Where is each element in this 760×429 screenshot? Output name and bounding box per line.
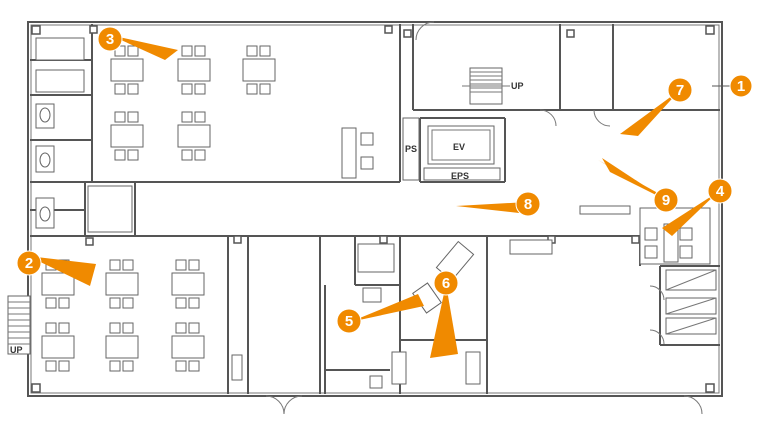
label-ev: EV (453, 142, 465, 152)
lower-dining-area (41, 259, 205, 372)
marker-2: 2 (16, 250, 96, 286)
label-up-center: UP (511, 81, 524, 91)
label-eps: EPS (451, 171, 469, 181)
marker-9-number: 9 (662, 192, 670, 209)
elevator-core (402, 117, 501, 181)
marker-1-number: 1 (737, 78, 745, 95)
upper-dining-area (110, 45, 374, 179)
label-up-left: UP (10, 345, 23, 355)
marker-4: 4 (662, 178, 733, 236)
label-ps: PS (405, 144, 417, 154)
marker-5: 5 (336, 294, 424, 334)
marker-3-number: 3 (106, 31, 114, 48)
marker-8: 8 (456, 191, 541, 217)
left-staircase (7, 295, 31, 355)
marker-8-number: 8 (524, 196, 532, 213)
restroom-fixtures (35, 37, 133, 233)
central-staircase (462, 67, 510, 105)
right-area-fixtures (509, 205, 717, 335)
room-labels: PS EV EPS UP UP (10, 81, 524, 355)
marker-5-number: 5 (345, 313, 353, 330)
marker-1: 1 (712, 74, 753, 98)
marker-6-number: 6 (442, 275, 450, 292)
marker-7: 7 (620, 77, 693, 136)
marker-7-number: 7 (676, 82, 684, 99)
doors (265, 21, 703, 415)
marker-4-number: 4 (716, 183, 725, 200)
marker-3: 3 (97, 26, 178, 60)
view-markers: 1 2 3 4 5 6 7 (16, 26, 753, 358)
marker-9: 9 (598, 158, 679, 213)
marker-2-number: 2 (25, 255, 33, 272)
marker-6: 6 (430, 270, 459, 358)
